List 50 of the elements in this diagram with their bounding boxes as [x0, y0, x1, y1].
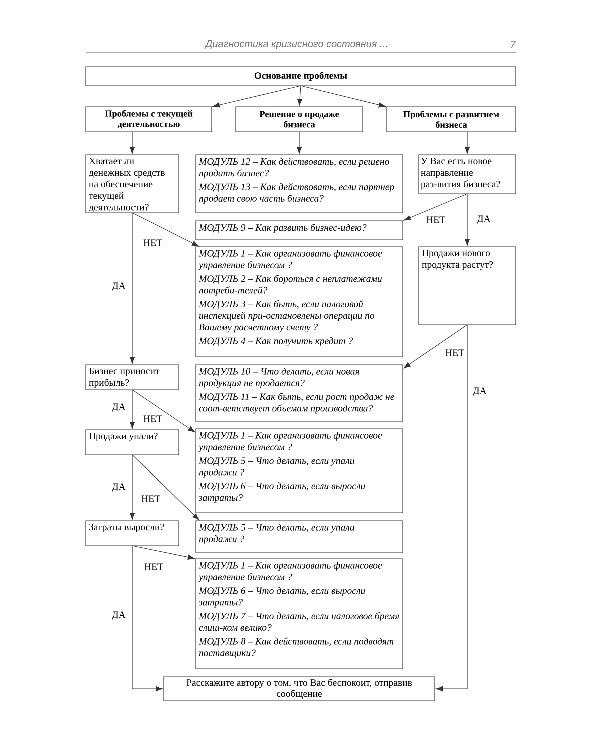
edge-label: ДА — [111, 402, 127, 414]
question-box: Бизнес приносит прибыль? — [86, 364, 180, 390]
question-box: Хватает ли денежных средств на обеспечение текущей деятельности? — [86, 154, 180, 214]
arrow — [130, 132, 136, 154]
edge-label: НЕТ — [144, 562, 164, 572]
arrow — [436, 324, 468, 692]
edge-label: НЕТ — [140, 494, 162, 504]
category-box: Проблемы с развитием бизнеса — [386, 106, 516, 132]
arrow — [130, 454, 136, 520]
arrow — [132, 546, 163, 692]
module-box: МОДУЛЬ 9 – Как развить бизнес-идею? — [196, 220, 404, 240]
arrow — [212, 86, 302, 108]
module-box: МОДУЛЬ 10 – Что делать, если новая продукция не продается? МОДУЛЬ 11 – Как быть, если рост продаж не соот-ветствует объемам производства? — [196, 364, 404, 422]
category-box: Решение о продаже бизнеса — [236, 106, 364, 132]
question-box: Продажи упали? — [86, 430, 180, 456]
arrow — [404, 324, 468, 369]
arrow — [464, 194, 470, 246]
question-box: У Вас есть новое направление раз-вития бизнеса? — [418, 154, 516, 194]
category-box: Проблемы с текущей деятельностью — [86, 106, 212, 132]
edge-label: ДА — [111, 282, 127, 292]
message-box: Расскажите автору о том, что Вас беспокоит, отправив сообщение — [164, 676, 436, 702]
arrow — [132, 390, 196, 433]
heading-box: Основание проблемы — [86, 66, 516, 86]
page-number: 7 — [511, 42, 516, 48]
arrow — [132, 454, 200, 520]
arrow — [132, 212, 200, 247]
edge-label: НЕТ — [444, 348, 466, 358]
module-box: МОДУЛЬ 1 – Как организовать финансовое управление бизнесом ? МОДУЛЬ 5 – Что делать, если упали продажи ? МОДУЛЬ 6 – Что делать, если выросли затраты? — [196, 428, 404, 514]
question-box: Затраты выросли? — [86, 520, 180, 546]
arrow — [132, 546, 195, 560]
arrow — [300, 86, 386, 108]
arrow — [130, 390, 136, 429]
arrow — [130, 212, 136, 364]
edge-label: ДА — [111, 610, 127, 622]
edge-label: НЕТ — [142, 414, 164, 424]
module-box: МОДУЛЬ 12 – Как действовать, если решено продать бизнес? МОДУЛЬ 13 – Как действовать, если партнер продает свою часть бизнеса? — [196, 154, 404, 214]
edge-label: ДА — [476, 214, 492, 226]
module-box: МОДУЛЬ 5 – Что делать, если упали продажи ? — [196, 520, 404, 554]
edge-label: ДА — [472, 386, 488, 398]
running-head: Диагностика кризисного состояния ... — [204, 40, 388, 50]
arrow — [296, 132, 302, 154]
module-box: МОДУЛЬ 1 – Как организовать финансовое управление бизнесом ? МОДУЛЬ 6 – Что делать, если выросли затраты? МОДУЛЬ 7 – Что делать, если налоговое бремя слиш-ком велико? МОДУЛЬ 8 – Как действовать, если подводят поставщики? — [196, 558, 404, 670]
edge-label: ДА — [111, 482, 127, 494]
module-box: МОДУЛЬ 1 – Как организовать финансовое управление бизнесом ? МОДУЛЬ 2 – Как бороться с неплатежами потреби-телей? МОДУЛЬ 3 – Как быть, если налоговой инспекцией при-остановлены операции по Вашему расчетному счету ? МОДУЛЬ 4 – Как получить кредит ? — [196, 246, 404, 358]
question-box: Продажи нового продукта растут? — [418, 246, 516, 326]
arrow — [464, 132, 470, 154]
edge-label: НЕТ — [142, 238, 164, 248]
arrow — [297, 86, 303, 106]
arrow — [404, 194, 468, 221]
edge-label: НЕТ — [426, 216, 446, 224]
